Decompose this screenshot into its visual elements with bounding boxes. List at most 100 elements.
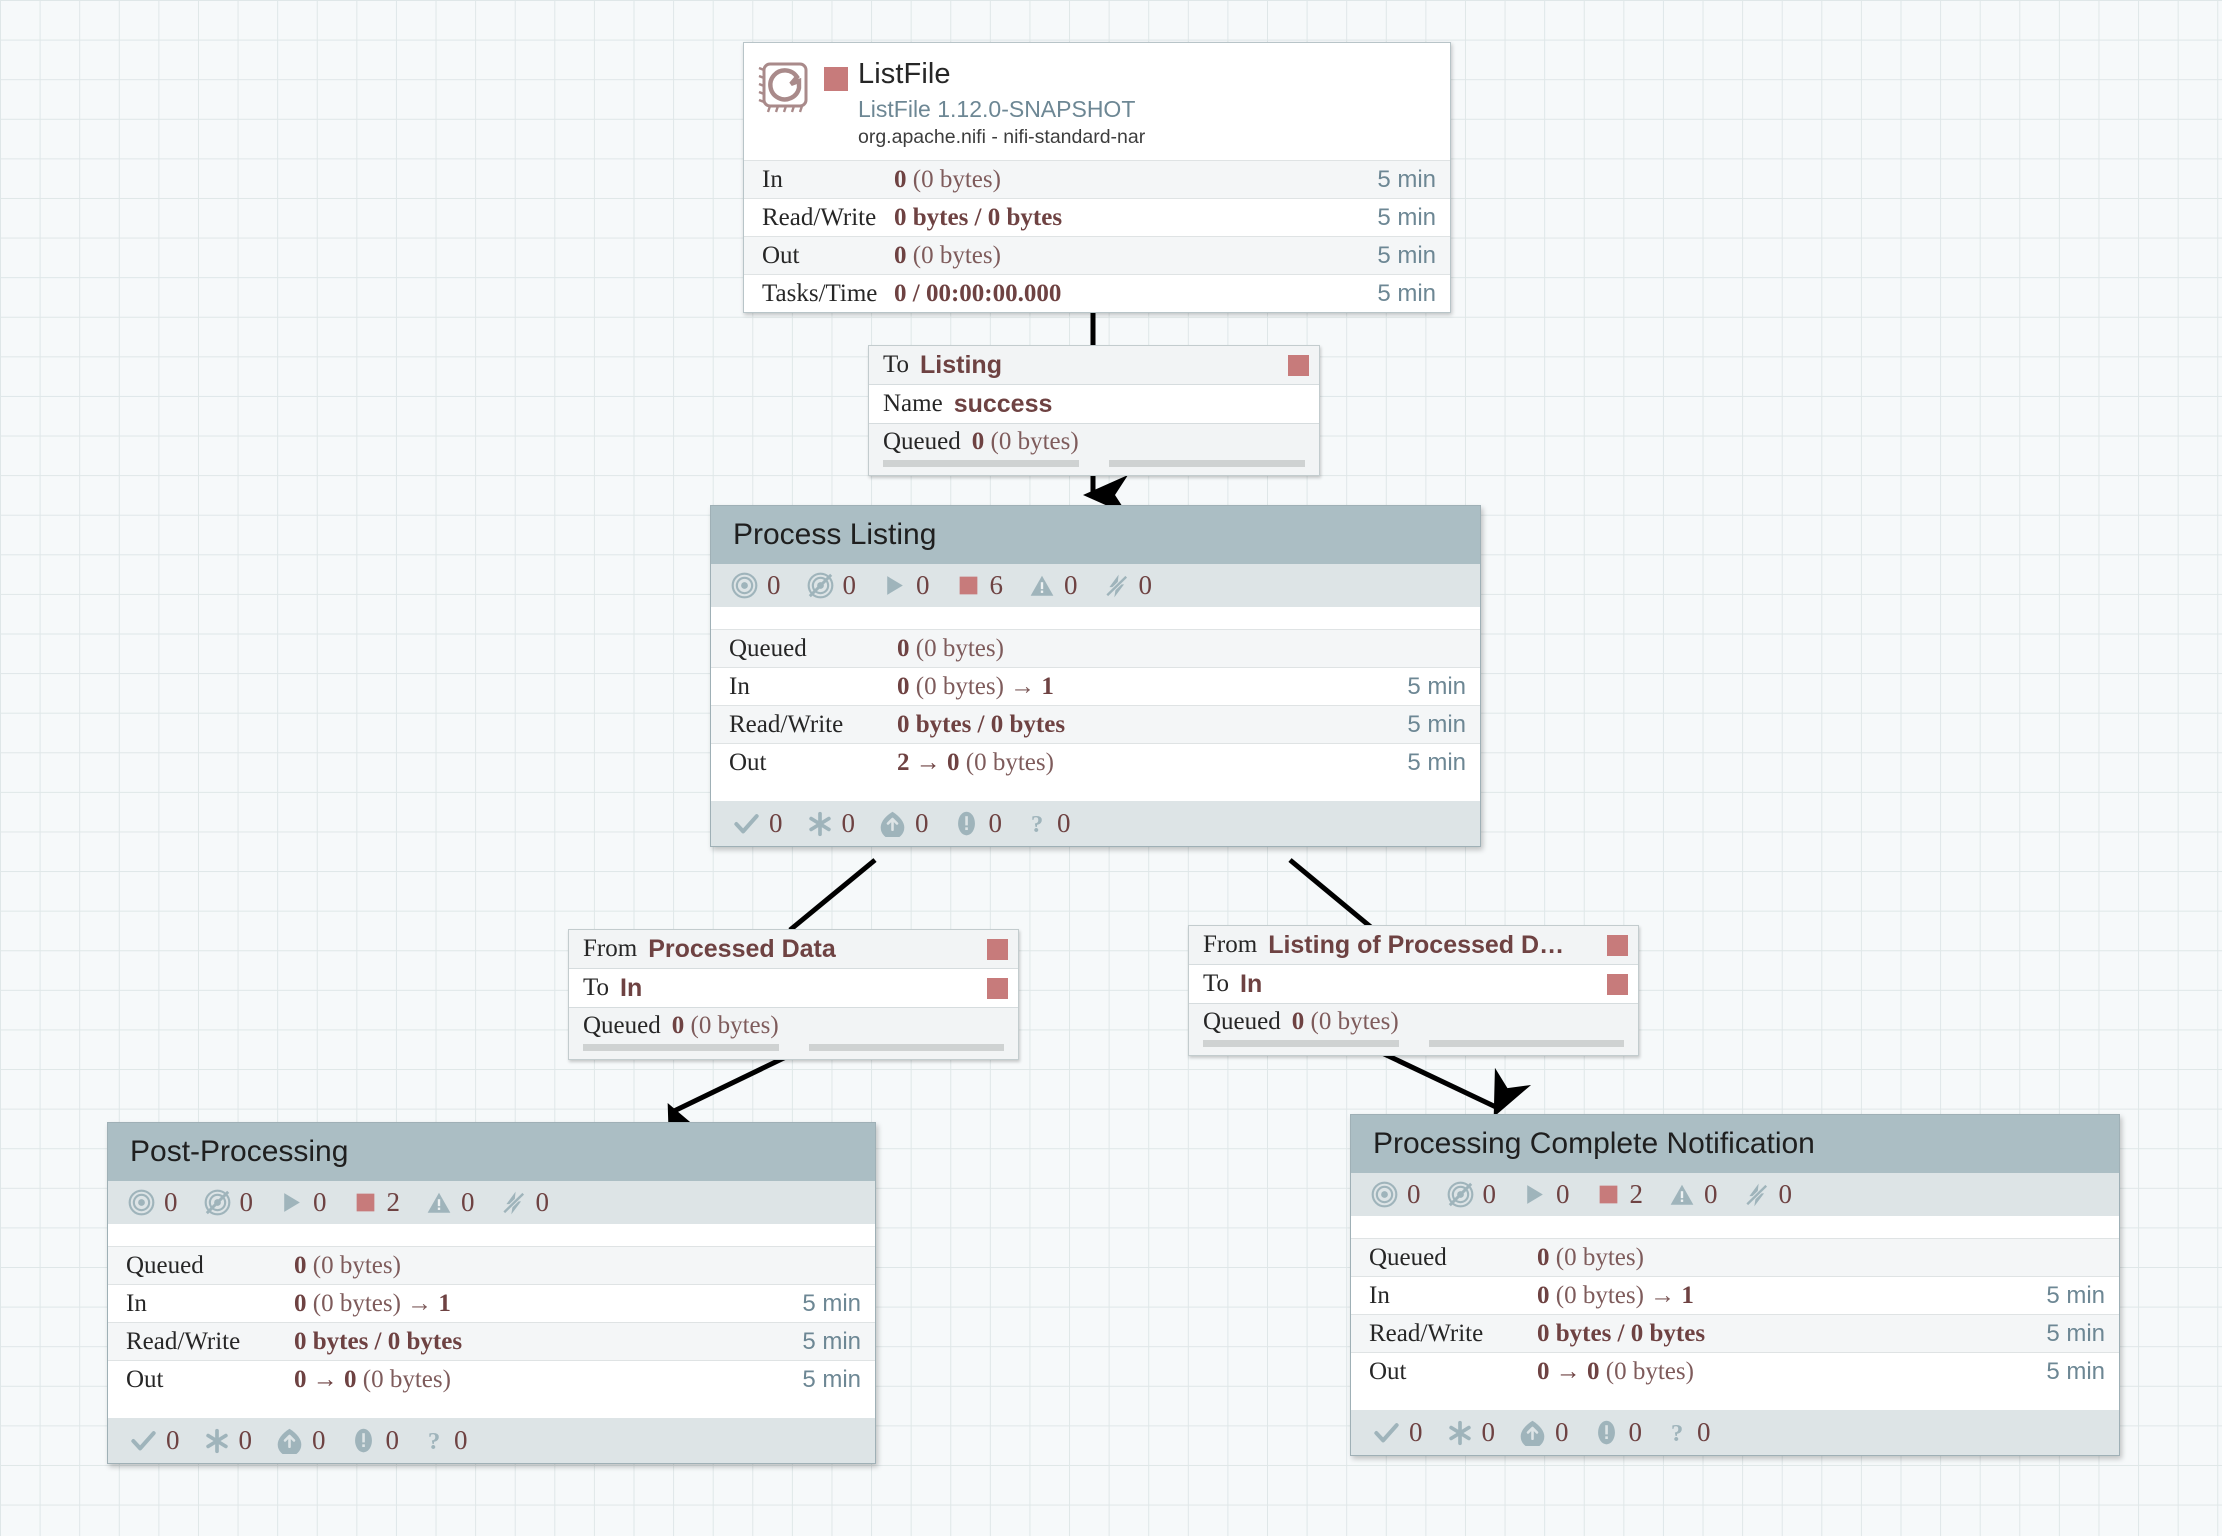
exclamation-circle-icon xyxy=(1593,1419,1620,1446)
counter-transmitting[interactable]: 0 xyxy=(128,1187,178,1218)
up-arrow-circle-icon xyxy=(879,810,906,840)
bulletin-up-arrow-circle[interactable]: 0 xyxy=(879,808,929,840)
stopped-icon xyxy=(1596,1182,1621,1207)
counter-value: 0 xyxy=(454,1425,468,1455)
processor-listfile[interactable]: ListFile ListFile 1.12.0-SNAPSHOT org.ap… xyxy=(743,42,1451,314)
group-header[interactable]: Process Listing xyxy=(711,506,1480,564)
bulletin-exclamation-circle[interactable]: 0 xyxy=(1593,1417,1642,1448)
bulletin-up-arrow-circle[interactable]: 0 xyxy=(1519,1417,1569,1449)
counter-invalid-warning[interactable]: 0 xyxy=(426,1187,475,1218)
counter-running[interactable]: 0 xyxy=(882,570,930,601)
counter-running[interactable]: 0 xyxy=(1522,1179,1570,1210)
stat-timeframe: 5 min xyxy=(802,1289,861,1317)
counter-disabled[interactable]: 0 xyxy=(501,1187,549,1218)
counter-stopped[interactable]: 2 xyxy=(353,1187,400,1218)
processor-status-stopped-icon xyxy=(824,67,848,91)
counter-invalid-warning[interactable]: 0 xyxy=(1669,1179,1718,1210)
question-icon: ? xyxy=(1026,810,1048,838)
bulletin-asterisk[interactable]: 0 xyxy=(204,1425,252,1456)
counter-value: 0 xyxy=(1778,1179,1793,1209)
invalid-warning-icon xyxy=(1669,1182,1695,1208)
counter-not-transmitting[interactable]: 0 xyxy=(204,1187,253,1218)
bulletin-exclamation-circle[interactable]: 0 xyxy=(953,808,1002,839)
counter-value: 0 xyxy=(1556,1179,1570,1209)
counter-disabled[interactable]: 0 xyxy=(1744,1179,1793,1210)
not-transmitting-icon xyxy=(204,1189,231,1216)
bulletin-check[interactable]: 0 xyxy=(733,808,783,839)
stat-label: In xyxy=(762,165,783,193)
stopped-icon xyxy=(353,1190,378,1215)
group-title: Processing Complete Notification xyxy=(1373,1127,1815,1160)
counter-not-transmitting[interactable]: 0 xyxy=(1447,1179,1496,1210)
counter-invalid-warning[interactable]: 0 xyxy=(1029,570,1078,601)
stat-timeframe: 5 min xyxy=(2046,1319,2105,1347)
check-icon xyxy=(130,1427,157,1454)
stat-value: 0 → 0 (0 bytes) xyxy=(294,1365,451,1393)
counter-running[interactable]: 0 xyxy=(279,1187,327,1218)
bulletin-question[interactable]: ?0 xyxy=(1666,1417,1711,1448)
group-title: Process Listing xyxy=(733,518,937,551)
group-footer-spacer xyxy=(1351,1390,2119,1410)
bulletin-check[interactable]: 0 xyxy=(1373,1417,1423,1448)
connection-value: Processed Data xyxy=(648,934,836,963)
connection-key: To xyxy=(1203,970,1230,997)
bulletin-question[interactable]: ?0 xyxy=(1026,808,1071,839)
connection-key: To xyxy=(883,351,910,378)
counter-transmitting[interactable]: 0 xyxy=(1371,1179,1421,1210)
counter-value: 0 xyxy=(164,1187,178,1217)
bulletin-check[interactable]: 0 xyxy=(130,1425,180,1456)
disabled-icon xyxy=(501,1190,527,1216)
counter-value: 0 xyxy=(915,808,929,838)
bulletin-exclamation-circle[interactable]: 0 xyxy=(350,1425,399,1456)
counter-stopped[interactable]: 2 xyxy=(1596,1179,1644,1210)
connection-value: In xyxy=(1240,969,1263,998)
counter-value: 2 xyxy=(1629,1179,1644,1209)
stat-timeframe: 5 min xyxy=(1377,165,1436,193)
bulletin-asterisk[interactable]: 0 xyxy=(1447,1417,1495,1448)
counter-not-transmitting[interactable]: 0 xyxy=(807,570,856,601)
connection-queue-bars xyxy=(1189,1040,1638,1055)
counter-stopped[interactable]: 6 xyxy=(956,570,1003,601)
queue-count-bar xyxy=(1203,1040,1399,1047)
bulletin-question[interactable]: ?0 xyxy=(423,1425,468,1456)
stat-timeframe: 5 min xyxy=(2046,1357,2105,1385)
queue-size-bar xyxy=(1109,460,1305,467)
connection-endpoint-stopped-icon xyxy=(987,938,1008,960)
bulletin-up-arrow-circle[interactable]: 0 xyxy=(276,1425,326,1457)
group-header[interactable]: Post-Processing xyxy=(108,1123,875,1181)
queue-count-bar xyxy=(583,1044,779,1051)
processor-name: ListFile xyxy=(858,58,951,90)
group-header[interactable]: Processing Complete Notification xyxy=(1351,1115,2119,1173)
group-footer-spacer xyxy=(711,781,1480,801)
invalid-warning-icon xyxy=(426,1190,452,1216)
stat-value: 0 bytes / 0 bytes xyxy=(894,203,1063,231)
transmitting-icon xyxy=(731,572,758,599)
connection-value: success xyxy=(953,389,1053,418)
counter-value: 0 xyxy=(841,808,856,838)
up-arrow-circle-icon xyxy=(1519,1419,1546,1449)
bulletin-asterisk[interactable]: 0 xyxy=(807,808,856,839)
counter-disabled[interactable]: 0 xyxy=(1104,570,1152,601)
counter-transmitting[interactable]: 0 xyxy=(731,570,781,601)
counter-value: 0 xyxy=(1555,1417,1569,1447)
